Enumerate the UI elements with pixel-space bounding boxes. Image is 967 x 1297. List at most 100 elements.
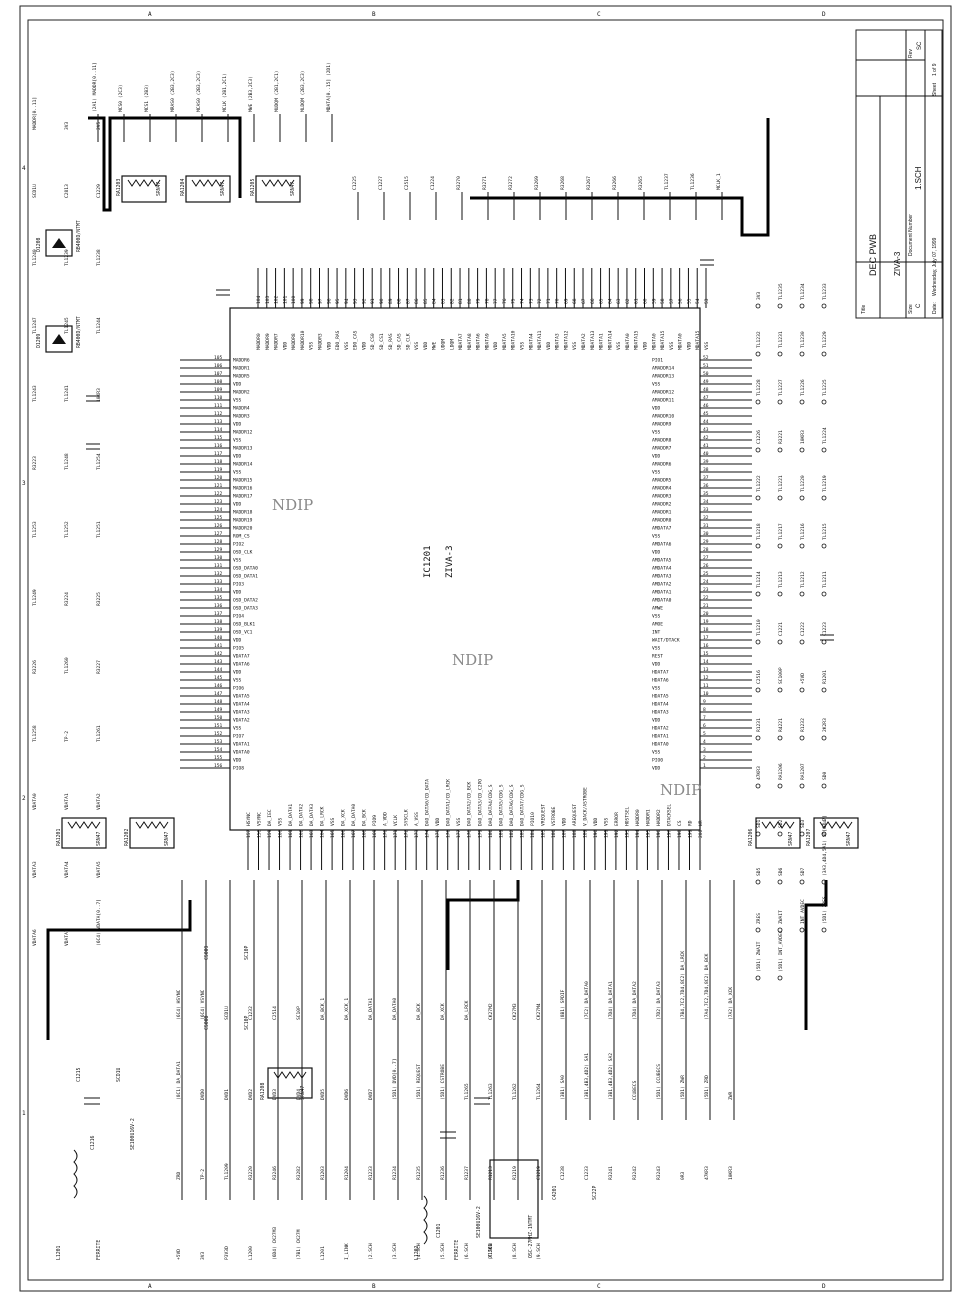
inner-frame — [27, 19, 944, 1281]
left-net-label: C2813 — [64, 184, 70, 198]
bottom-net-label: (3B1,4B3,4D2) SA2 — [608, 1053, 614, 1100]
left-pin-signal: VDATA4 — [233, 702, 250, 708]
bottom-pin-num: 200 — [698, 829, 704, 838]
top-pin-num: 63 — [616, 298, 622, 304]
bottom-net-label: (8.SCH — [512, 1243, 518, 1260]
top-pin-num: 54 — [695, 298, 701, 304]
left-pin-signal: MADDR16 — [233, 486, 253, 492]
left-pin-num: 124 — [214, 507, 223, 513]
bottom-pin-num: 161 — [288, 829, 294, 838]
top-pin-signal: MADDR7 — [274, 333, 280, 350]
component-value: SCD1U — [116, 1067, 122, 1082]
right-pin-signal: AMADDR5 — [652, 478, 672, 484]
bottom-pin-signal: VDD — [561, 817, 567, 826]
right-pin-num: 30 — [703, 531, 709, 537]
right-net-label: TL1232 — [756, 331, 762, 348]
bottom-pin-signal: A_VSS — [414, 812, 420, 826]
top-pin-signal: MDATA8 — [467, 333, 473, 350]
top-pin-signal: VDD — [282, 341, 288, 350]
top-pin-signal: MDATA15 — [660, 330, 666, 350]
signal-wires — [97, 114, 827, 1200]
left-pin-signal: PIO6 — [233, 686, 244, 692]
top-pin-signal: MWE — [432, 341, 438, 350]
bottom-net-label: TL1263 — [488, 1083, 494, 1100]
left-pin-num: 133 — [214, 579, 223, 585]
right-pin-signal: AMADDR13 — [652, 374, 674, 380]
top-pin-signal: MDATA6 — [476, 333, 482, 350]
right-pin-signal: AMADDR1 — [652, 510, 672, 516]
left-pin-signal: MADDR6 — [233, 358, 250, 364]
bottom-pin-num: 184 — [530, 829, 536, 838]
right-net-label: R1231 — [756, 718, 762, 732]
ra1201-network — [61, 817, 107, 849]
left-pin-num: 119 — [214, 467, 223, 473]
right-net-label: TL1215 — [822, 523, 828, 540]
left-pin-signal: VDATA0 — [233, 750, 250, 756]
top-net-label: C1224 — [430, 176, 436, 190]
bottom-pin-num: 159 — [267, 829, 273, 838]
left-pin-num: 127 — [214, 531, 223, 537]
bottom-pin-labels: 157HSYNC158VSYNC159DA_IEC160VSS161DA_DAT… — [246, 779, 704, 838]
bottom-net-label: R1233 — [368, 1166, 374, 1180]
bottom-net-label: L1201 — [320, 1246, 326, 1260]
right-pin-num: 20 — [703, 611, 709, 617]
right-net-label: TL1219 — [822, 475, 828, 492]
right-pin-signal: REST — [652, 654, 663, 660]
right-pin-num: 43 — [703, 427, 709, 433]
top-pin-signal: VSS — [704, 341, 710, 350]
left-pin-signal: VDATA5 — [233, 694, 250, 700]
top-pin-num: 60 — [643, 298, 649, 304]
bottom-pin-num: 194 — [635, 829, 641, 838]
bottom-net-label: DVD6 — [344, 1089, 350, 1100]
top-net-labels: (2A1) MADDR[0..11]MCS0 (2C3)MCS1 (2B3)MR… — [92, 62, 722, 190]
left-pin-signal: VDD — [233, 590, 242, 596]
top-pin-num: 73 — [528, 298, 534, 304]
left-pin-num: 146 — [214, 683, 223, 689]
top-pin-num: 79 — [476, 298, 482, 304]
bottom-pin-signal: VSS — [330, 817, 336, 826]
bottom-net-label: (6C4) VSYNC — [200, 989, 206, 1020]
bottom-pin-signal: DAO_DATA3/CD_C2PO — [477, 779, 483, 826]
bottom-pin-signal: HADDR2 — [656, 809, 662, 826]
top-pin-signal: VDD — [326, 341, 332, 350]
left-net-label: R3225 — [96, 592, 102, 606]
left-pin-num: 154 — [214, 747, 223, 753]
ferrite-l1201 — [423, 1195, 428, 1245]
left-net-label: C1229 — [96, 184, 102, 198]
right-net-label: SD6 — [778, 867, 784, 876]
right-pin-signal: VSS — [652, 686, 661, 692]
top-net-label: MCAS0 (2B3,2C3) — [196, 71, 202, 113]
bottom-net-label: R1236 — [440, 1166, 446, 1180]
left-pin-signal: MADDR18 — [233, 510, 253, 516]
bottom-net-label: CCUBECS — [632, 1080, 638, 1100]
bottom-pin-num: 199 — [687, 829, 693, 838]
left-net-label: SCD1U — [32, 184, 38, 198]
left-net-label: TL1251 — [96, 521, 102, 538]
right-pin-signal: VSS — [652, 750, 661, 756]
right-pin-signal: VDD — [652, 662, 661, 668]
top-net-label: MUDQM (2B1,2C1) — [274, 71, 280, 113]
right-pin-num: 12 — [703, 675, 709, 681]
component-value: SC22P — [592, 1185, 598, 1200]
component-ref: RA1202 — [124, 829, 130, 846]
component-ref: C1216 — [90, 1135, 96, 1150]
left-pin-signal: MADDR1 — [233, 366, 250, 372]
left-pin-num: 109 — [214, 387, 223, 393]
top-net-label: R3269 — [534, 176, 540, 190]
top-net-label: MWE (2B3,2C3) — [248, 76, 254, 112]
right-pin-signal: PIO0 — [652, 758, 663, 764]
left-net-label: TL1247 — [32, 317, 38, 334]
bottom-pin-signal: DA_DATA0 — [351, 804, 357, 826]
left-pin-signal: VDATA2 — [233, 718, 250, 724]
bottom-pin-signal: VSYNC — [257, 812, 263, 826]
bottom-net-label: C1232 — [248, 1006, 254, 1020]
top-pin-num: 65 — [599, 298, 605, 304]
right-pin-num: 33 — [703, 507, 709, 513]
top-pin-signal: MDATA1 — [599, 333, 605, 350]
left-pin-num: 155 — [214, 755, 223, 761]
bottom-net-label: (7B1) CK27M — [296, 1229, 302, 1260]
left-pin-signal: MADDR12 — [233, 430, 253, 436]
right-net-label: (5D1) ZRES — [822, 896, 828, 924]
top-net-label: MCS0 (2C3) — [118, 84, 124, 112]
